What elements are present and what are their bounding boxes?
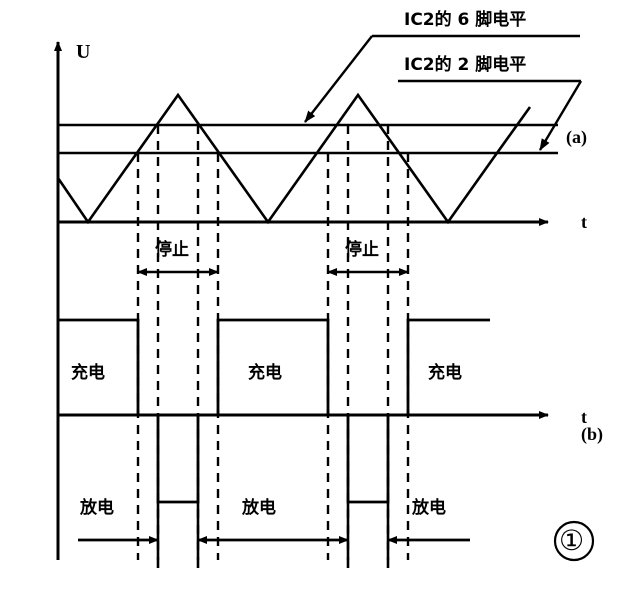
dashed-threshold-markers-group1	[136, 125, 220, 560]
discharge-label-2: 放电	[242, 498, 276, 518]
dashed-threshold-markers-group2	[326, 125, 410, 560]
callout-leader-pin2	[398, 79, 583, 151]
output-square-wave	[58, 318, 490, 504]
time-axis-label-a: t	[581, 212, 587, 232]
charge-label-1: 充电	[71, 363, 105, 383]
discharge-edge-droplines	[156, 502, 390, 568]
stop-label-1: 停止	[155, 240, 189, 260]
discharge-label-3: 放电	[412, 498, 446, 518]
discharge-label-1: 放电	[80, 498, 114, 518]
charge-label-3: 充电	[428, 363, 462, 383]
stop-label-2: 停止	[345, 240, 379, 260]
time-axis-label-b: t	[581, 407, 587, 427]
panel-a-label: (a)	[566, 127, 587, 147]
panel-a-threshold-lines	[58, 123, 558, 155]
voltage-axis-label: U	[76, 41, 91, 63]
charge-label-2: 充电	[248, 363, 282, 383]
figure-number-label: ①	[559, 526, 585, 557]
panel-a-axes	[54, 41, 549, 226]
triangle-wave	[56, 92, 532, 225]
figure-number-circle	[553, 520, 595, 562]
callout-leader-pin6	[304, 34, 580, 123]
callout-pin2-label: IC2的 2 脚电平	[404, 55, 527, 75]
panel-b-label: (b)	[581, 424, 603, 444]
callout-pin6-label: IC2的 6 脚电平	[404, 10, 527, 30]
